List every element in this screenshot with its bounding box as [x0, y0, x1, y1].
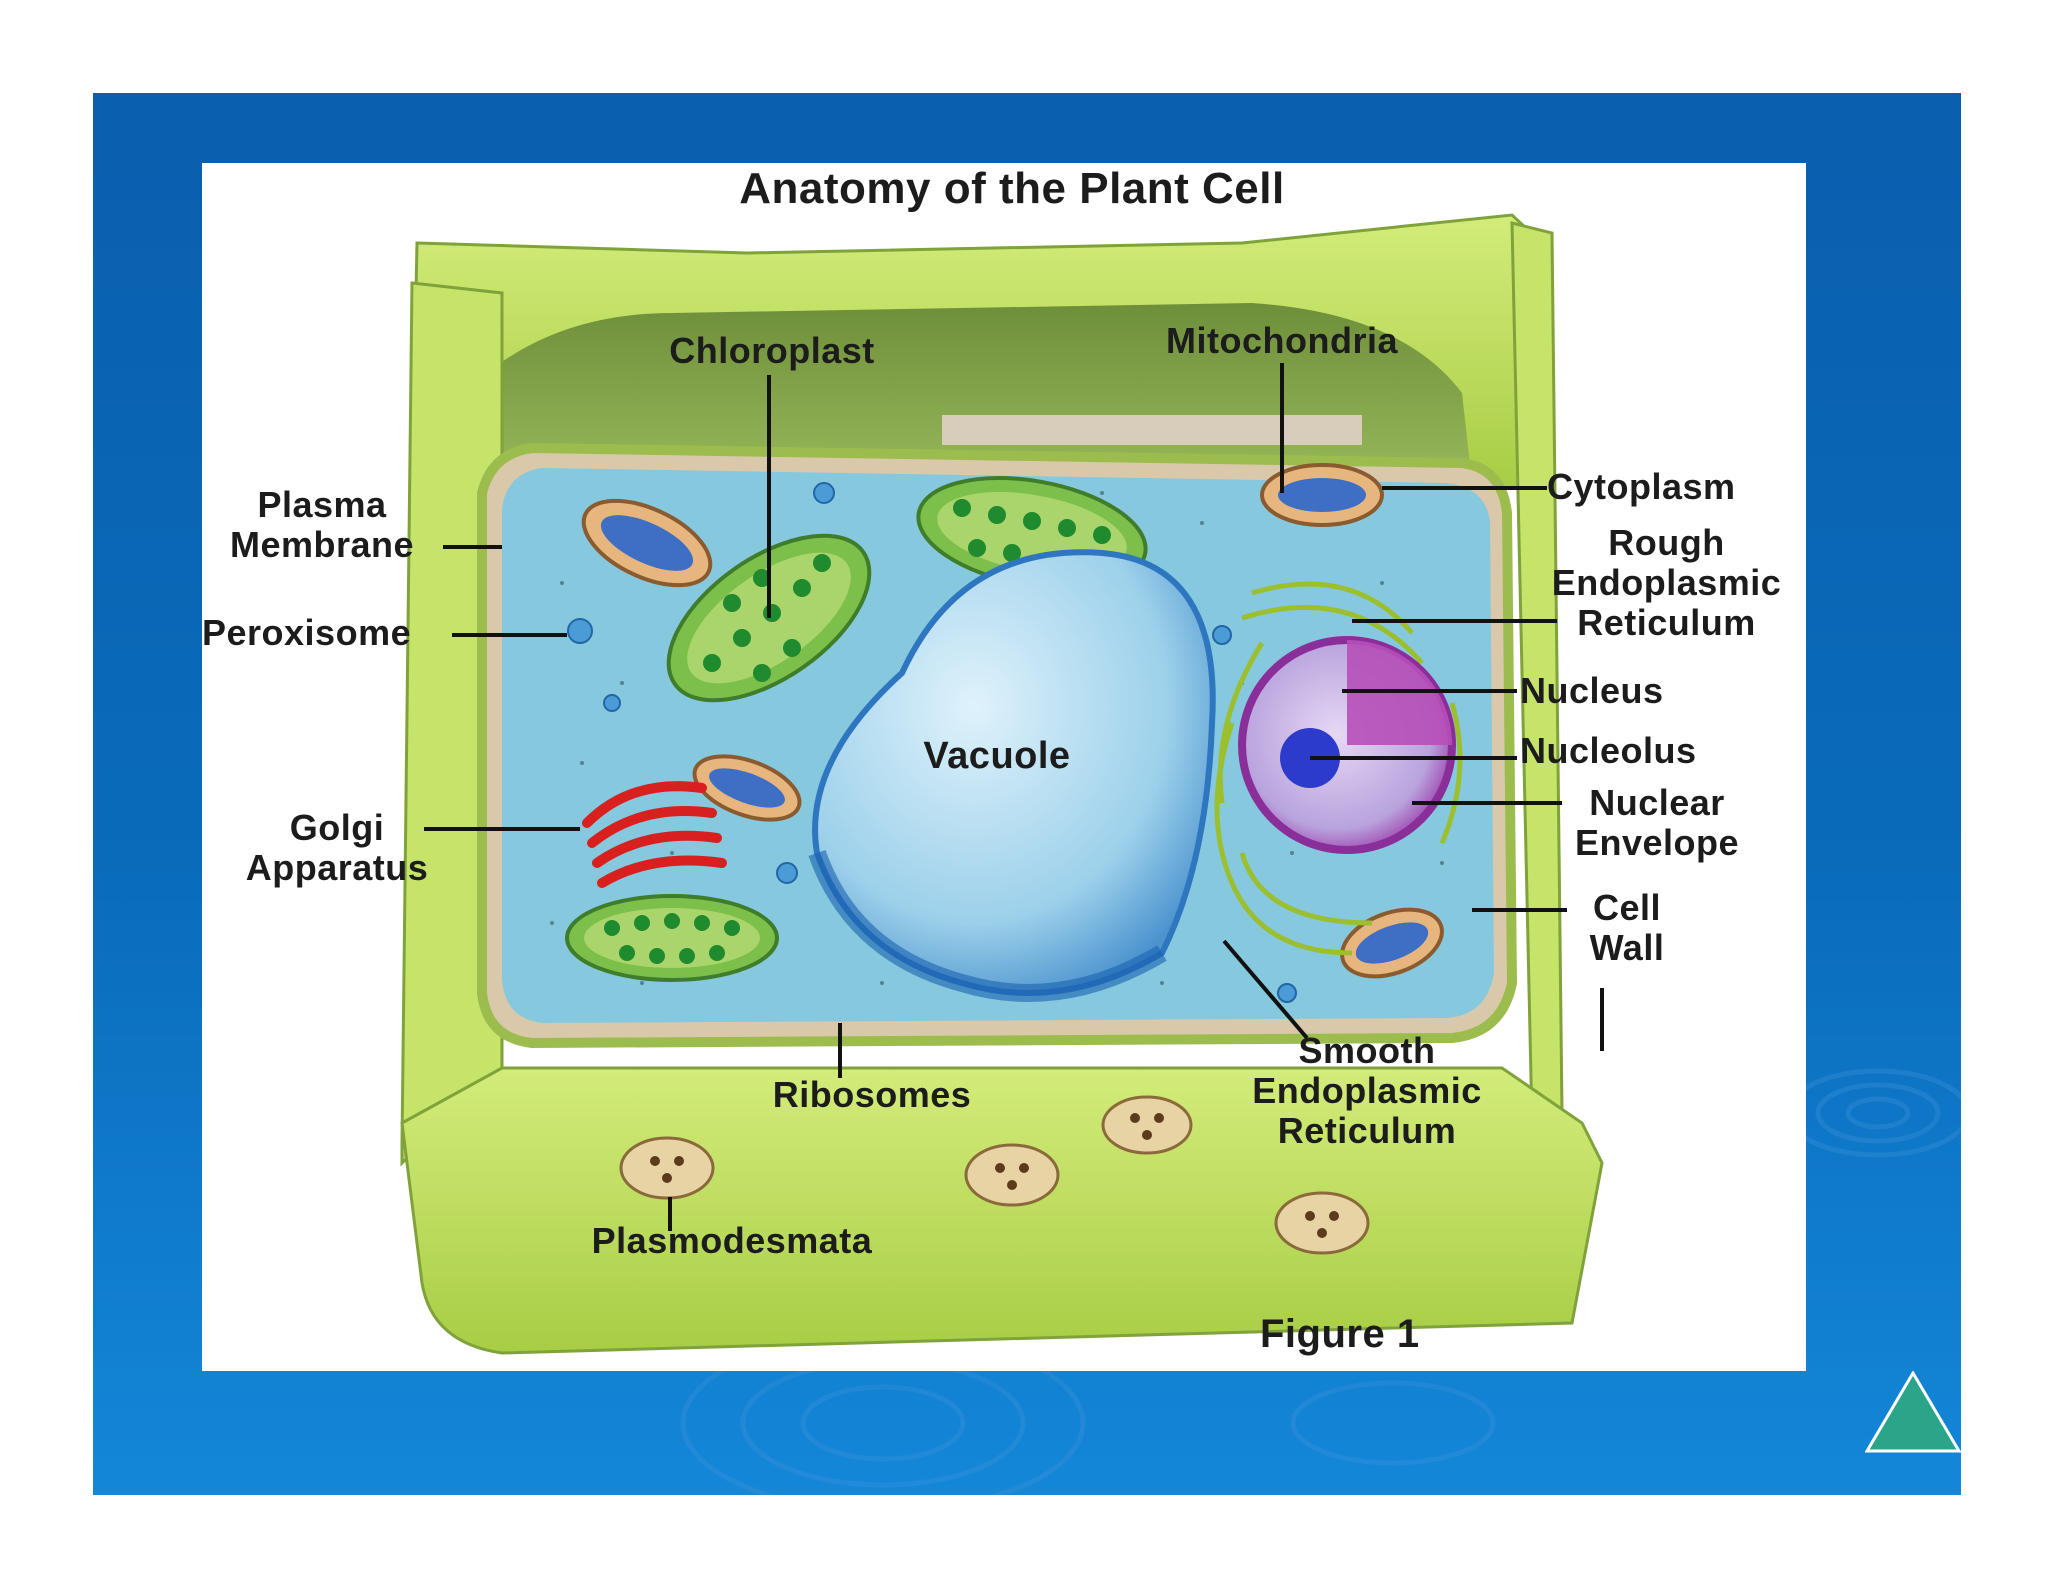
figure-title: Anatomy of the Plant Cell — [739, 164, 1285, 213]
plant-cell-illustration — [400, 213, 1604, 1355]
peroxisome-label: Peroxisome — [202, 612, 412, 653]
rough-er-label: Rough Endoplasmic Reticulum — [1551, 522, 1782, 643]
golgi-apparatus-label: Golgi Apparatus — [245, 807, 429, 888]
plasma-membrane-label: Plasma Membrane — [229, 484, 415, 565]
nuclear-envelope-label: Nuclear Envelope — [1574, 782, 1740, 863]
mitochondria-label: Mitochondria — [1166, 320, 1398, 361]
cell-wall-label: Cell Wall — [1589, 887, 1665, 968]
smooth-er-label: Smooth Endoplasmic Reticulum — [1252, 1030, 1482, 1151]
vacuole-label: Vacuole — [923, 735, 1071, 777]
figure-caption: Figure 1 — [1260, 1312, 1420, 1356]
golgi-shape — [582, 781, 727, 888]
triangle-next-icon[interactable] — [1865, 1371, 1961, 1453]
plant-cell-figure: Anatomy of the Plant Cell Chloroplast Mi… — [202, 163, 1806, 1371]
plasmodesmata-shape — [619, 1095, 1370, 1255]
chloroplast-shape — [565, 894, 779, 982]
nucleolus-label: Nucleolus — [1520, 730, 1697, 771]
nucleus-label: Nucleus — [1520, 670, 1664, 711]
ribosomes-label: Ribosomes — [772, 1074, 972, 1115]
chloroplast-label: Chloroplast — [669, 330, 875, 371]
plasmodesmata-label: Plasmodesmata — [591, 1220, 873, 1261]
cytoplasm-label: Cytoplasm — [1547, 466, 1736, 507]
slide-background: Anatomy of the Plant Cell Chloroplast Mi… — [93, 93, 1961, 1495]
